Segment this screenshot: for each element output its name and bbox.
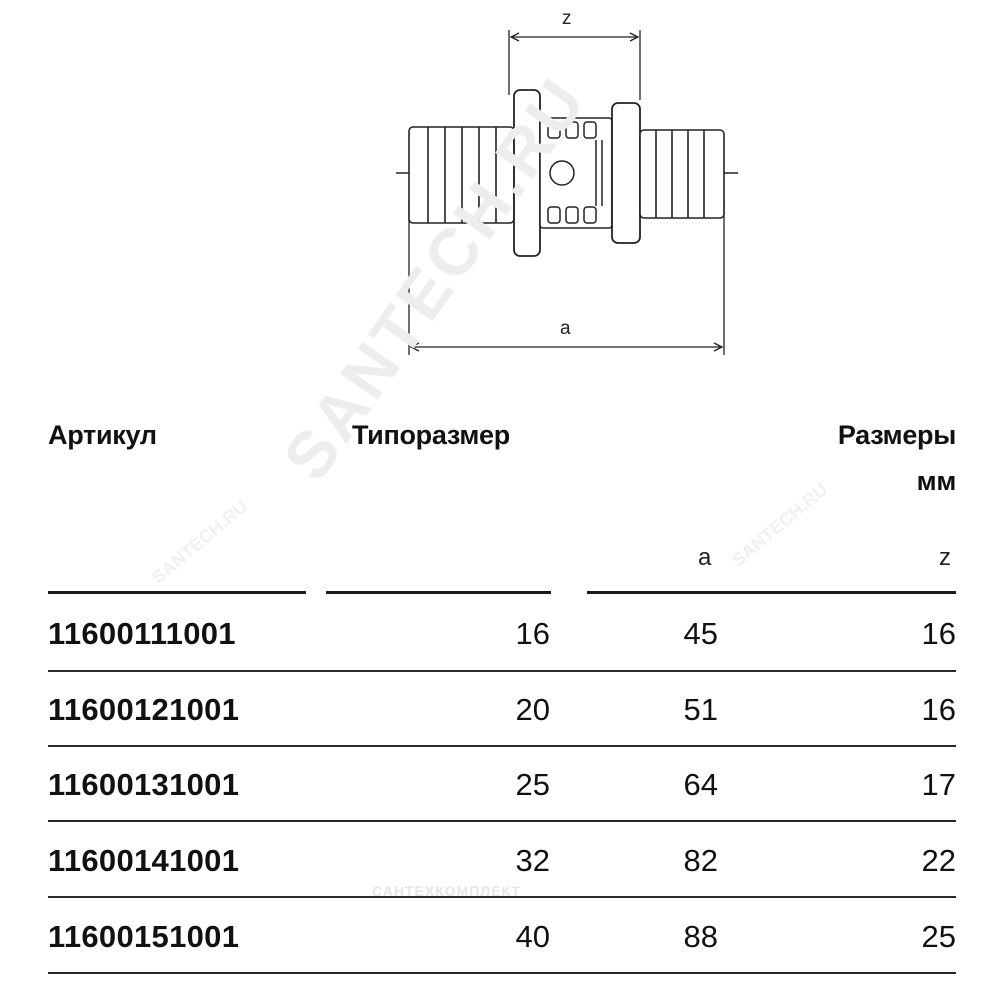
row-divider <box>48 972 956 974</box>
header-col-a: a <box>698 544 712 571</box>
header-rule-size <box>326 591 551 594</box>
cell-size: 16 <box>515 616 550 651</box>
watermark-small-right: SANTECH.RU <box>728 479 832 571</box>
cell-a: 64 <box>683 767 718 802</box>
fitting-drawing: z a <box>0 0 1000 380</box>
header-rule-dims <box>587 591 956 594</box>
right-flange <box>611 102 641 244</box>
row-divider <box>48 745 956 747</box>
row-divider <box>48 896 956 898</box>
watermark-small-left: SANTECH.RU <box>148 496 252 588</box>
header-units: мм <box>916 466 957 496</box>
cell-article: 11600151001 <box>48 919 240 954</box>
cell-z: 16 <box>921 692 956 727</box>
row-divider <box>48 670 956 672</box>
cell-size: 40 <box>515 919 550 954</box>
cell-z: 17 <box>921 767 956 802</box>
cell-z: 16 <box>921 616 956 651</box>
header-dims: Размеры <box>837 420 956 450</box>
cell-a: 51 <box>683 692 718 727</box>
header-rule-article <box>48 591 306 594</box>
cell-size: 20 <box>515 692 550 727</box>
cell-a: 45 <box>683 616 718 651</box>
left-sleeve <box>408 126 515 224</box>
row-divider <box>48 820 956 822</box>
cell-a: 82 <box>683 843 718 878</box>
z-dimension <box>508 30 641 100</box>
header-size: Типоразмер <box>352 420 510 450</box>
fitting-drawing-svg <box>396 30 738 355</box>
cell-size: 32 <box>515 843 550 878</box>
header-article: Артикул <box>48 420 157 450</box>
cell-z: 25 <box>921 919 956 954</box>
cell-size: 25 <box>515 767 550 802</box>
header-col-z: z <box>939 544 951 571</box>
left-flange <box>513 89 541 257</box>
cell-article: 11600131001 <box>48 767 240 802</box>
cell-article: 11600141001 <box>48 843 240 878</box>
cell-a: 88 <box>683 919 718 954</box>
dim-z-label: z <box>562 8 572 29</box>
right-sleeve <box>639 129 725 219</box>
cell-z: 22 <box>921 843 956 878</box>
a-dimension <box>408 200 725 355</box>
fitting-body <box>539 117 613 229</box>
cell-article: 11600121001 <box>48 692 240 727</box>
dim-a-label: a <box>560 318 571 339</box>
cell-article: 11600111001 <box>48 616 236 651</box>
